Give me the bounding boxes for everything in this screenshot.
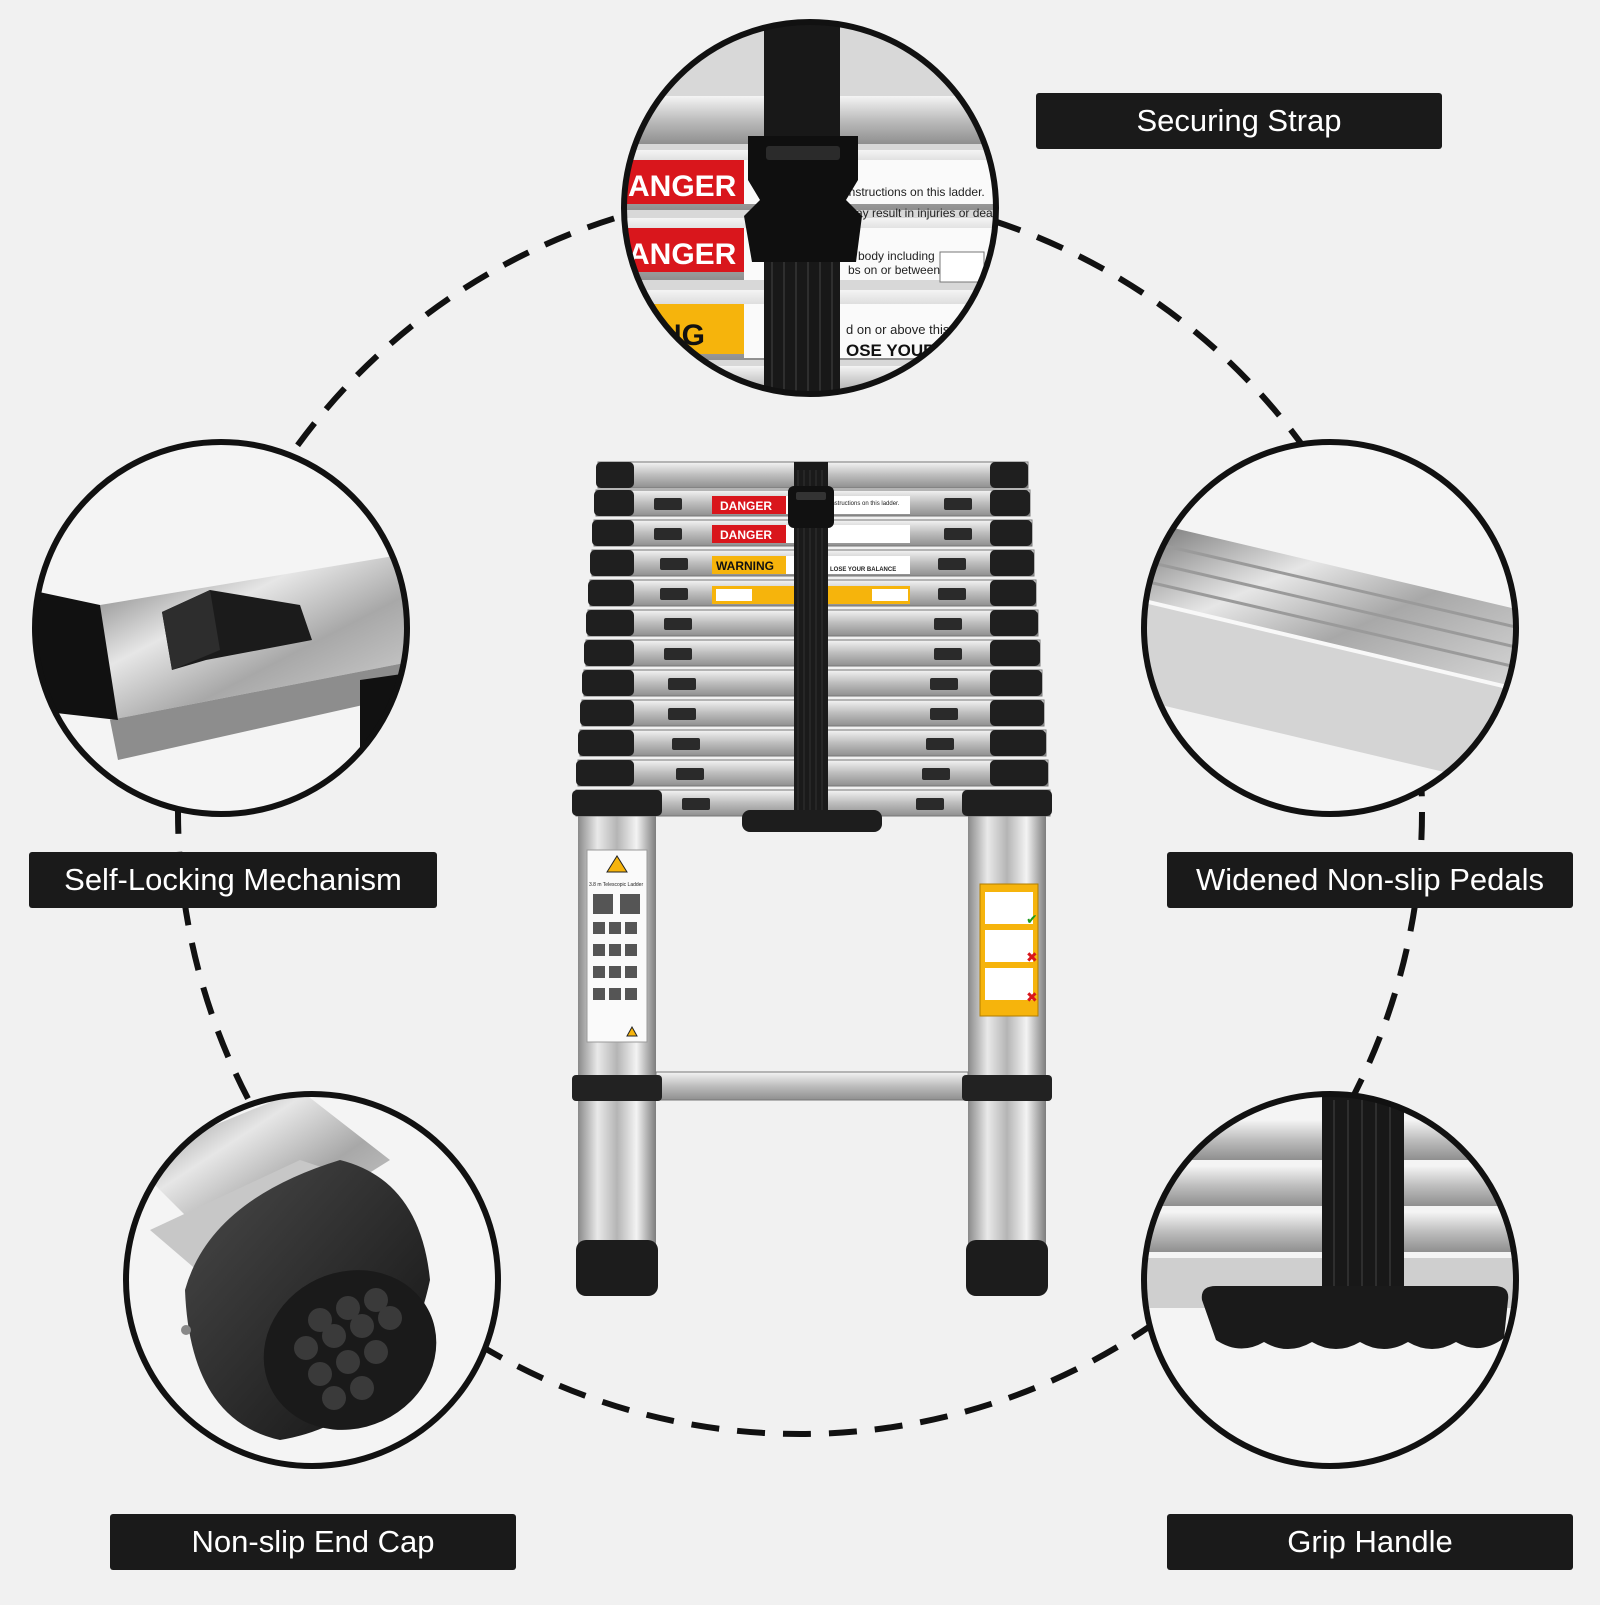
- svg-text:✖: ✖: [1026, 989, 1038, 1005]
- svg-text:✔: ✔: [1026, 911, 1038, 927]
- ladder-sticker-title: 3.8 m Telescopic Ladder: [589, 882, 643, 888]
- rung-text-4: LOSE YOUR BALANCE: [830, 567, 896, 573]
- detail-widened-pedals: [1141, 439, 1519, 817]
- self-locking-label: Self-Locking Mechanism: [29, 852, 437, 908]
- end-cap-label: Non-slip End Cap: [110, 1514, 516, 1570]
- rung-danger-label-2: DANGER: [720, 528, 772, 542]
- rung-text-1: instructions on this ladder.: [830, 501, 900, 507]
- strap-between-text: bs on or between: [848, 263, 940, 277]
- securing-strap-label: Securing Strap: [1036, 93, 1442, 149]
- detail-self-locking: [32, 439, 410, 817]
- grip-handle-label: Grip Handle: [1167, 1514, 1573, 1570]
- detail-grip-handle: [1141, 1091, 1519, 1469]
- rung-warning-label: WARNING: [716, 559, 774, 573]
- strap-danger-label-1: ANGER: [628, 170, 737, 203]
- strap-above-text: d on or above this: [846, 322, 950, 337]
- strap-injury-text: may result in injuries or death: [846, 206, 1003, 220]
- strap-danger-label-2: ANGER: [628, 238, 737, 271]
- detail-end-cap: [123, 1091, 501, 1469]
- detail-securing-strap: ANGER instructions on this ladder. may r…: [621, 19, 1003, 397]
- rung-danger-label-1: DANGER: [720, 499, 772, 513]
- svg-text:✖: ✖: [1026, 949, 1038, 965]
- widened-pedals-label: Widened Non-slip Pedals: [1167, 852, 1573, 908]
- strap-body-text: body including: [858, 249, 935, 263]
- telescopic-ladder-image: 3.8 m Telescopic Ladder ✔ ✖ ✖: [572, 461, 1052, 1296]
- strap-instructions-text: instructions on this ladder.: [846, 185, 985, 199]
